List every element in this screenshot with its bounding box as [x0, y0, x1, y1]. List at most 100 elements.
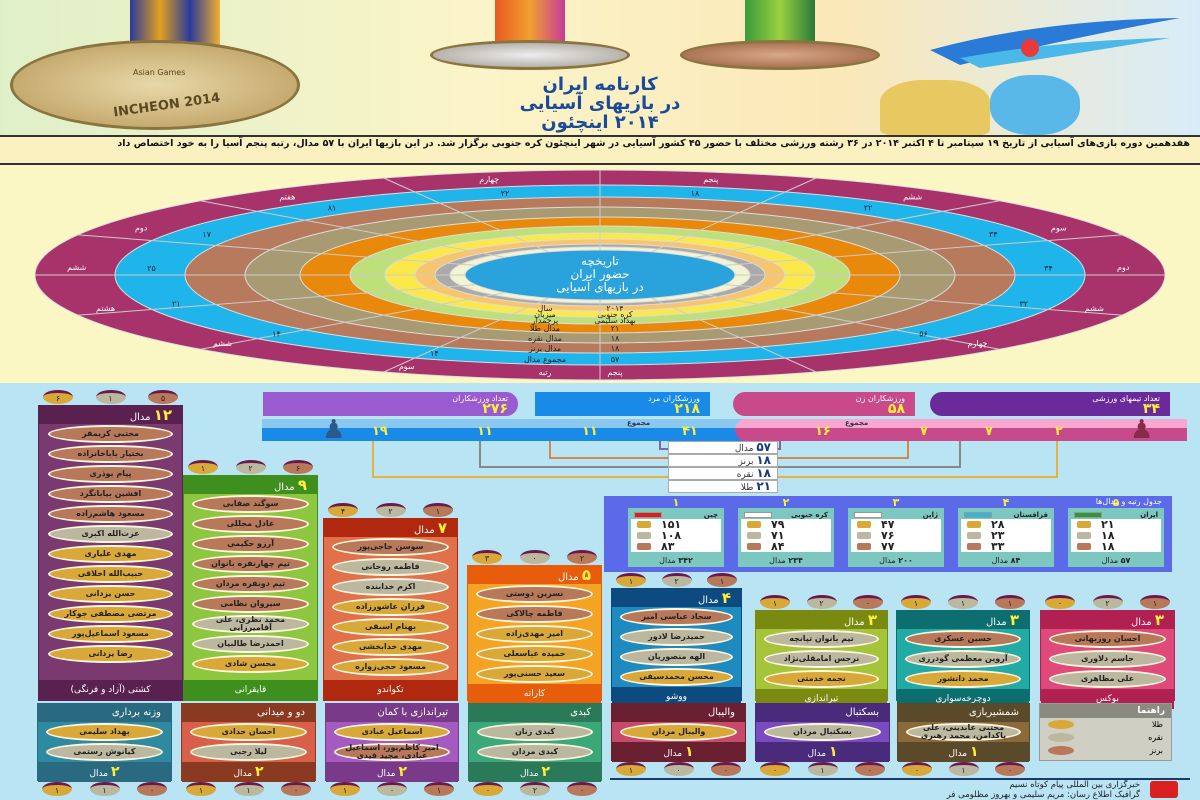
- athlete-pill: مسعود هاشم‌زاده: [47, 505, 174, 523]
- medal-word: مدال: [129, 412, 151, 423]
- sector-divider: [383, 297, 549, 373]
- athlete-pill: فاطمه چالاکی: [475, 605, 594, 623]
- sport-footer: تکواندو: [324, 680, 457, 700]
- sector-divider: [651, 177, 817, 253]
- athlete-pill: بسکتبال مردان: [763, 723, 882, 741]
- rank-number: ۳: [892, 496, 900, 509]
- total-medals-label: ۵۶: [919, 329, 928, 338]
- medal-count: ۸۴: [771, 540, 785, 553]
- women-bronze: ۷: [920, 424, 928, 439]
- sector-divider: [77, 284, 476, 316]
- medal-badge: ۱: [330, 782, 360, 796]
- medal-word: مدال: [558, 572, 579, 583]
- history-center-title: در بازیهای آسیایی: [556, 279, 644, 295]
- medal-count: ۱۲: [153, 406, 172, 424]
- silver-medal-image: [430, 40, 630, 70]
- medal-word: مدال: [519, 769, 539, 779]
- medal-badge: ۱: [423, 503, 453, 517]
- medal-icon: [1077, 543, 1091, 550]
- latest-rank: پنجم: [607, 368, 622, 377]
- athlete-pill: آروین معظمی گودرزی: [904, 650, 1022, 668]
- men-medals-bar: ♟ ۱۹ ۱۱ ۱۱ مجموع ۴۱: [262, 417, 782, 443]
- women-total: ۱۶: [815, 424, 831, 439]
- country-name-bar: قزاقستان: [961, 511, 1051, 519]
- country-name: چین: [703, 511, 718, 519]
- medal-word: مدال: [879, 556, 896, 565]
- row-label: سال: [538, 304, 553, 313]
- country-gold: ۲۸: [961, 519, 1051, 530]
- medal-badge: ۰: [1045, 595, 1075, 609]
- total-value: ۲۱: [756, 479, 771, 493]
- latest-bronze: ۱۸: [611, 344, 620, 353]
- country-silver: ۷۱: [741, 530, 831, 541]
- sport-footer: ۲ مدال: [38, 762, 171, 782]
- medal-count: ۲۸: [991, 518, 1005, 531]
- total-medals-label: ۳۴: [1044, 264, 1053, 273]
- medal-icon: [967, 532, 981, 539]
- athlete-pill: پیام بوذری: [47, 465, 174, 483]
- legend-label: برنز: [1149, 746, 1163, 755]
- country-bronze: ۳۳: [961, 541, 1051, 552]
- rank-label: هفتم: [279, 192, 295, 201]
- medal-badge: ۱: [95, 390, 126, 404]
- medal-badge: ۱: [233, 782, 264, 796]
- latest-flag_bearer: بهداد سلیمی: [594, 316, 636, 325]
- legend-swatch: [1048, 733, 1074, 742]
- sport-name: بوکس: [1096, 694, 1119, 704]
- teams-label: تعداد تیمهای ورزشی: [1092, 394, 1160, 403]
- medal-badge: ۳: [472, 550, 502, 564]
- medal-badge: ۲: [567, 550, 597, 564]
- athlete-pill: نرجس امامقلی‌نژاد: [763, 650, 880, 668]
- medal-count: ۷۱: [771, 529, 785, 542]
- athlete-pill: بختیار باباخانزاده: [47, 445, 174, 463]
- sport-name: تیراندازی: [804, 694, 839, 704]
- sport-footer: ووشو: [612, 687, 741, 707]
- athlete-pill: حمیدرضا لادور: [619, 628, 734, 646]
- medal-icon: [967, 521, 981, 528]
- rank-number: ۵: [1112, 496, 1120, 509]
- sport-footer: قایقرانی: [184, 680, 317, 700]
- athlete-pill: فاطمه روحانی: [331, 558, 450, 576]
- medal-word: مدال: [1131, 617, 1152, 628]
- sector-divider: [200, 200, 505, 258]
- medal-count: ۳: [1154, 611, 1164, 629]
- games-logo: [920, 10, 1190, 70]
- row-label: مدال طلا: [530, 324, 560, 333]
- medal-badge: ۱: [1140, 595, 1170, 609]
- rank-label: ششم: [67, 263, 86, 272]
- athlete-pill: امیر کاظم‌پور، اسماعیل عبادی، مجید قیدی: [333, 743, 451, 761]
- bronze-medal-image: [680, 40, 880, 70]
- athlete-pill: عزت‌الله اکبری: [47, 525, 174, 543]
- credits: خبرگزاری بین المللی پیام کوتاه نسیم گراف…: [620, 780, 1140, 800]
- intro-text: هفدهمین دوره بازی‌های آسیایی از تاریخ ۱۹…: [0, 135, 1200, 165]
- athlete-pill: کبدی زنان: [476, 723, 594, 741]
- latest-total: ۵۷: [611, 355, 620, 364]
- athlete-pill: احمدرضا طالبیان: [191, 635, 310, 653]
- country-silver: ۱۰۸: [631, 530, 721, 541]
- medal-word: مدال: [659, 556, 676, 565]
- athlete-pill: مهدی علیاری: [47, 545, 174, 563]
- sport-header: ۱۲ مدال: [39, 406, 182, 424]
- sport-header: دو و میدانی: [182, 704, 315, 722]
- woman-icon: ♟: [1130, 415, 1154, 445]
- sport-footer: ۱ مدال: [756, 742, 889, 762]
- athlete-pill: آرزو حکیمی: [191, 535, 310, 553]
- legend-title: راهنما: [1040, 704, 1171, 718]
- total-silver: ۱۸ نقره: [668, 467, 778, 480]
- country-bronze: ۸۳: [631, 541, 721, 552]
- country-name-bar: کره جنوبی: [741, 511, 831, 519]
- sport-header: ۴ مدال: [612, 589, 741, 607]
- athlete-pill: محسن محمدسیفی: [619, 668, 734, 686]
- athlete-pill: علی مظاهری: [1048, 670, 1167, 688]
- athlete-pill: محمد نظری، علی آقامیرزایی: [191, 615, 310, 633]
- credit-agency: خبرگزاری بین المللی پیام کوتاه نسیم: [1009, 780, 1140, 790]
- medal-word: مدال: [376, 769, 396, 779]
